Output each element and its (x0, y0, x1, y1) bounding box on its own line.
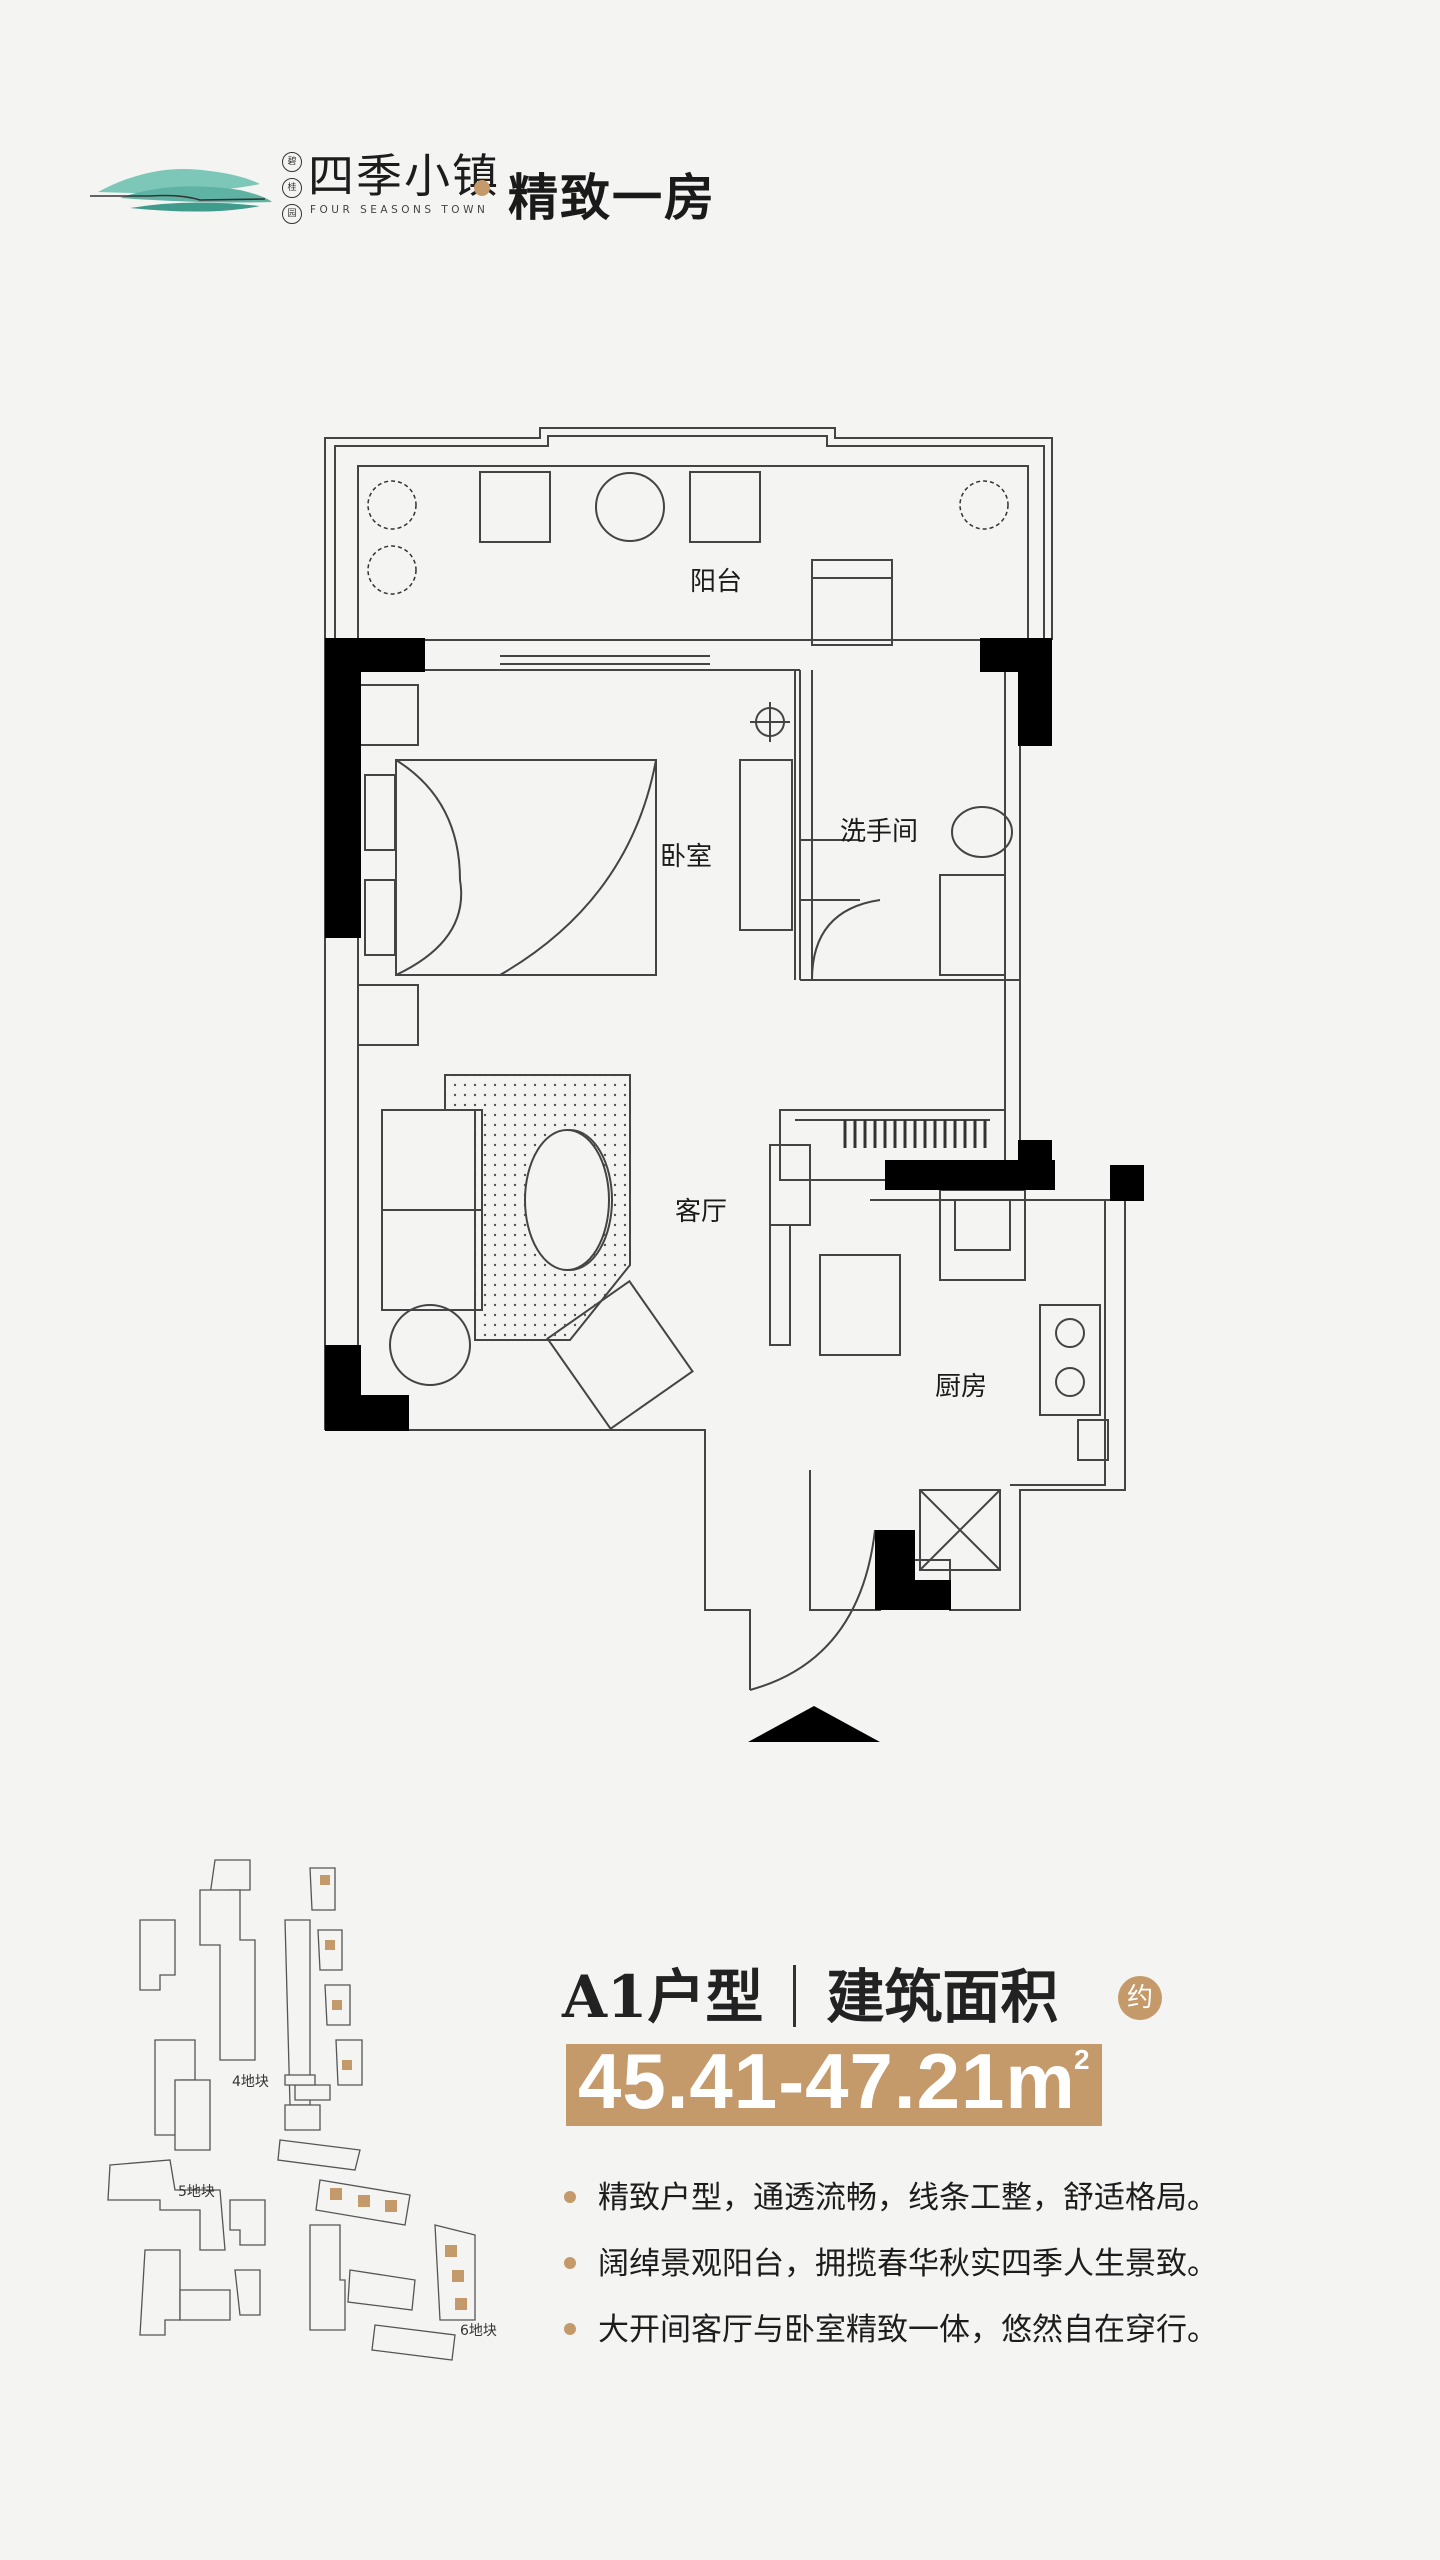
seal-char: 园 (282, 204, 302, 224)
approx-badge: 约 (1118, 1976, 1162, 2020)
seal-char: 碧 (282, 152, 302, 172)
plot-label-4: 4地块 (232, 2074, 269, 2090)
brand-name: 四季小镇 (308, 149, 500, 203)
separator-dot (474, 180, 490, 196)
site-map: 4地块 5地块 6地块 (107, 1859, 497, 2361)
plot-label-6: 6地块 (460, 2323, 497, 2339)
entrance-arrow (748, 1706, 880, 1742)
room-label-bedroom: 卧室 (660, 842, 712, 872)
room-label-bathroom: 洗手间 (840, 817, 918, 847)
page-title: 精致一房 (508, 168, 716, 227)
brand-seal: 碧 桂 园 (282, 152, 302, 234)
area-highlight (566, 2044, 1102, 2126)
room-label-kitchen: 厨房 (935, 1372, 987, 1402)
brand-logo (90, 168, 272, 212)
room-label-living: 客厅 (675, 1197, 727, 1227)
divider (793, 1965, 797, 2027)
feature-list: 精致户型，通透流畅，线条工整，舒适格局。 阔绰景观阳台，拥揽春华秋实四季人生景致… (562, 2176, 1382, 2374)
unit-type: A1户型 (562, 1963, 764, 2031)
area-label: 建筑面积 (826, 1963, 1059, 2031)
area-unit-superscript: 2 (1074, 2044, 1090, 2075)
feature-item: 精致户型，通透流畅，线条工整，舒适格局。 (562, 2176, 1382, 2242)
feature-item: 阔绰景观阳台，拥揽春华秋实四季人生景致。 (562, 2242, 1382, 2308)
area-value: 45.41-47.21m (578, 2037, 1076, 2125)
room-label-balcony: 阳台 (690, 567, 742, 597)
bullet-icon (564, 2257, 576, 2269)
bullet-icon (564, 2323, 576, 2335)
bullet-icon (564, 2191, 576, 2203)
seal-char: 桂 (282, 178, 302, 198)
brand-subtitle: FOUR SEASONS TOWN (310, 204, 489, 216)
unit-type-heading: A1户型建筑面积 (562, 1950, 1058, 2034)
plot-label-5: 5地块 (178, 2184, 215, 2200)
floor-plan: 阳台 卧室 洗手间 客厅 厨房 (324, 427, 1144, 1742)
feature-item: 大开间客厅与卧室精致一体，悠然自在穿行。 (562, 2308, 1382, 2374)
